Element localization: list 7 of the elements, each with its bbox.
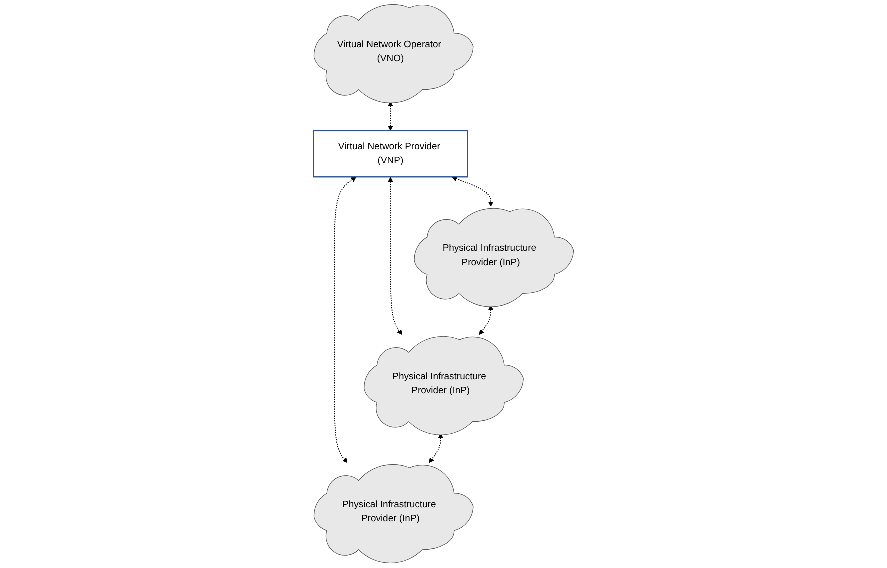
arrow [388, 101, 394, 132]
node-box: Virtual Network Provider (VNP) [312, 130, 468, 178]
arrow [334, 177, 356, 464]
arrow [452, 176, 494, 207]
arrow [388, 177, 402, 336]
arrow [478, 305, 494, 336]
arrow [428, 433, 444, 464]
